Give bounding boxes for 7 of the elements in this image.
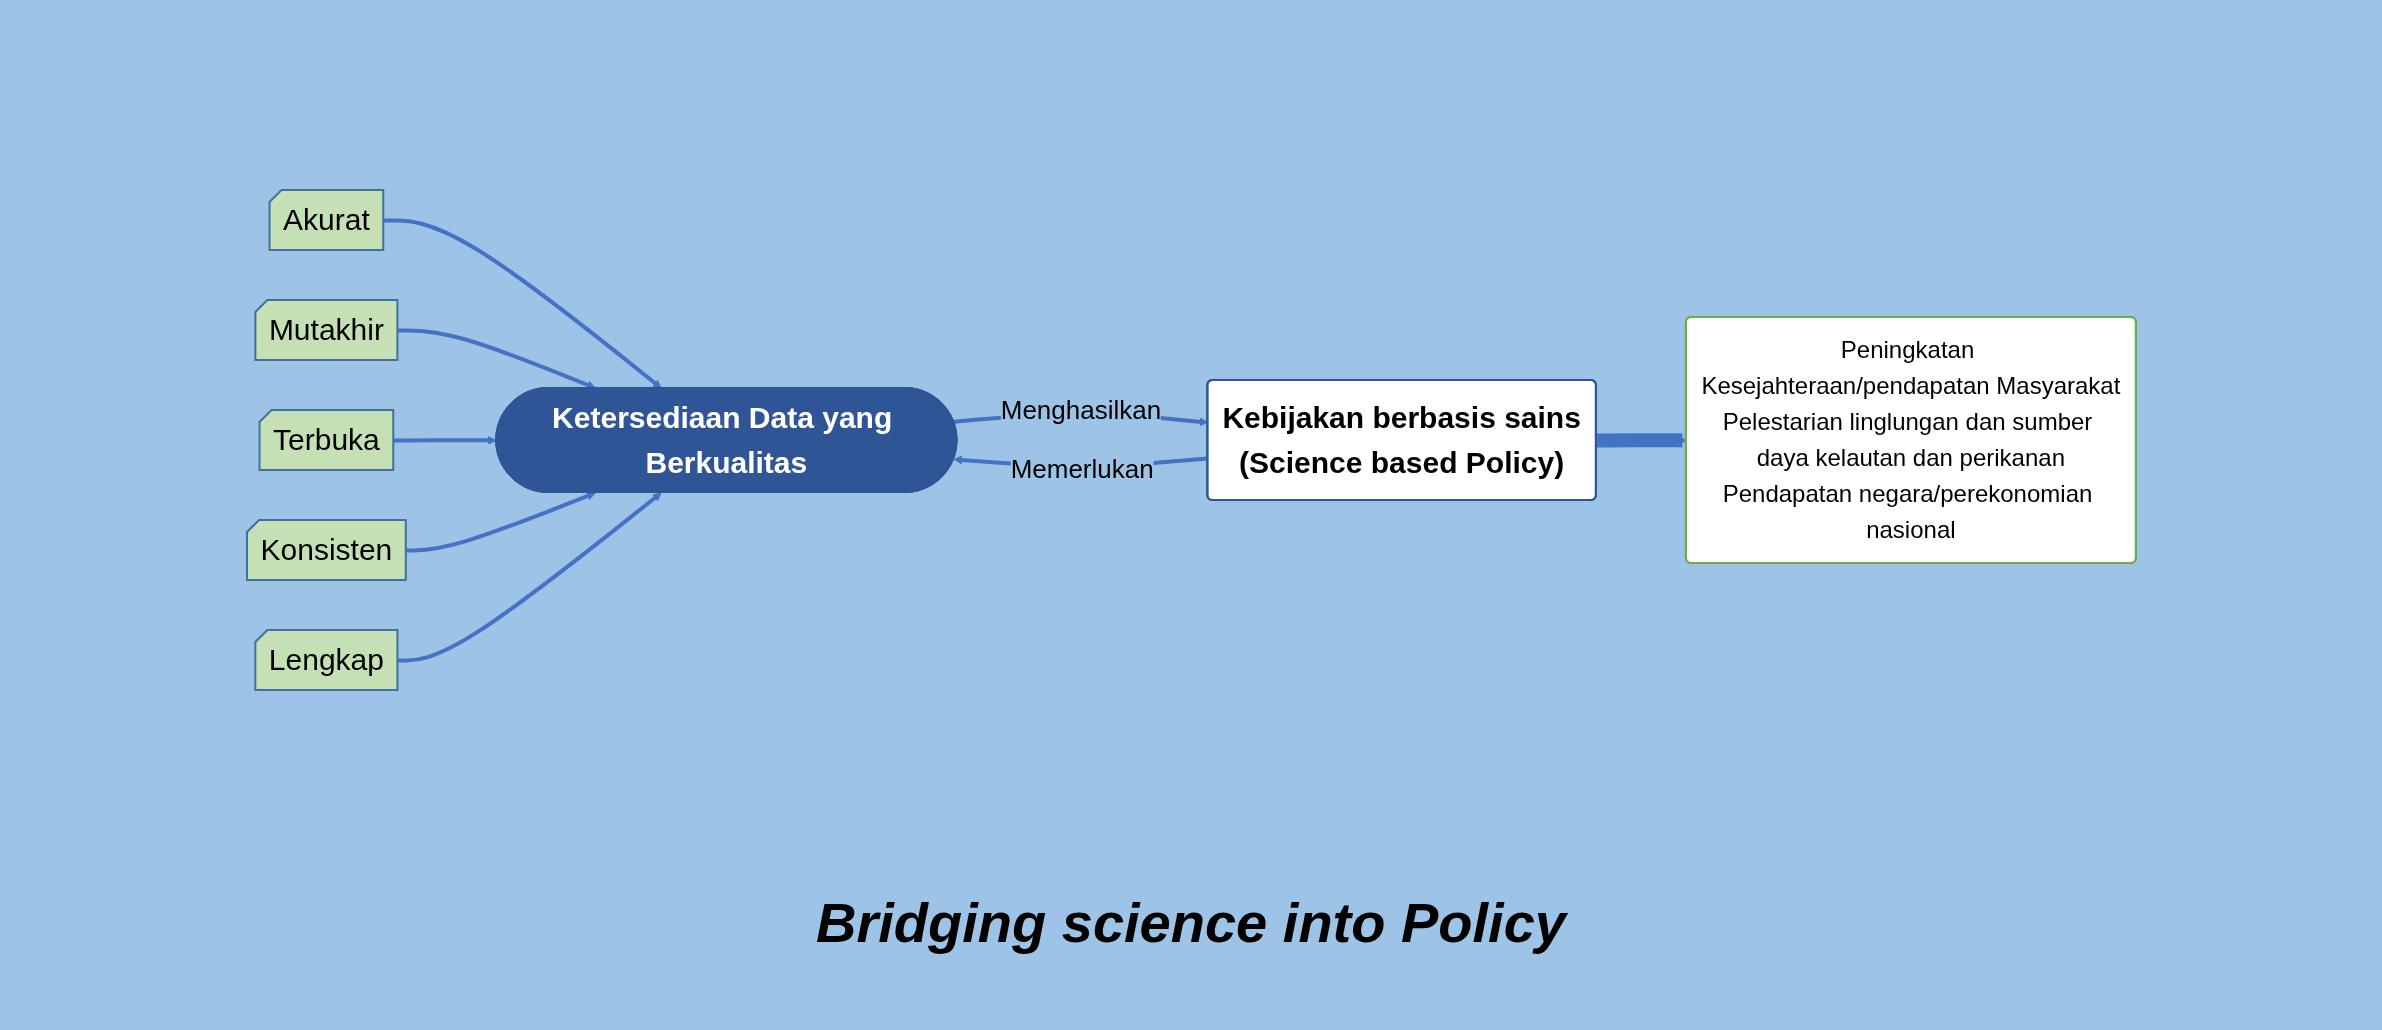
edge-label: Memerlukan (1010, 453, 1154, 484)
arrow (383, 218, 662, 389)
arrow (397, 492, 662, 663)
arrow (393, 436, 497, 445)
edge-label: Menghasilkan (1000, 395, 1161, 426)
arrow (405, 491, 596, 553)
diagram-caption: Bridging science into Policy (816, 890, 1566, 955)
